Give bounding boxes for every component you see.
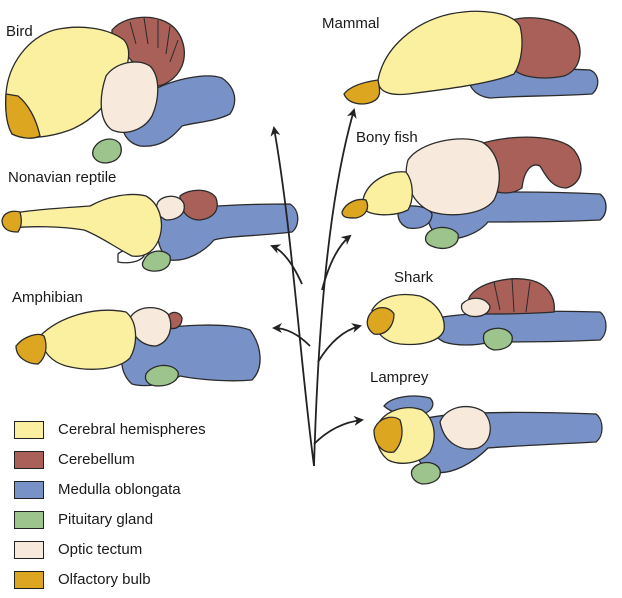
amphibian-cerebellum xyxy=(167,311,183,330)
legend-label-olfactory: Olfactory bulb xyxy=(58,571,151,588)
label-nonavian-reptile: Nonavian reptile xyxy=(8,169,117,186)
reptile-olfactory xyxy=(1,210,22,233)
legend-item-cerebellum: Cerebellum xyxy=(14,450,254,472)
legend-item-optic: Optic tectum xyxy=(14,540,254,562)
legend-label-optic: Optic tectum xyxy=(58,541,143,558)
amphibian-brain xyxy=(15,307,261,387)
arrow-to-bird xyxy=(270,126,315,467)
reptile-cerebellum xyxy=(179,189,218,221)
label-amphibian: Amphibian xyxy=(12,289,83,306)
arrow-to-mammal xyxy=(313,108,357,467)
legend-label-pituitary: Pituitary gland xyxy=(58,511,154,528)
arrow-to-lamprey xyxy=(313,415,364,445)
label-bony-fish: Bony fish xyxy=(356,129,418,146)
bird-pituitary xyxy=(92,138,122,164)
lamprey-olfactory xyxy=(373,416,403,453)
shark-pituitary xyxy=(482,327,513,351)
shark-cerebral xyxy=(371,293,445,346)
lamprey-brain xyxy=(373,395,603,485)
swatch-medulla xyxy=(14,481,44,499)
label-lamprey: Lamprey xyxy=(370,369,429,386)
fish-pituitary xyxy=(424,226,459,250)
fish-olfactory xyxy=(341,198,369,219)
swatch-optic xyxy=(14,541,44,559)
swatch-olfactory xyxy=(14,571,44,589)
legend-item-cerebral: Cerebral hemispheres xyxy=(14,420,254,442)
amphibian-cerebral xyxy=(39,309,137,370)
swatch-cerebellum xyxy=(14,451,44,469)
reptile-brain xyxy=(1,189,299,272)
arrow-to-bony-fish xyxy=(321,234,352,291)
label-shark: Shark xyxy=(394,269,434,286)
lamprey-pituitary xyxy=(410,461,441,485)
bird-olfactory xyxy=(5,93,41,139)
arrow-to-amphibian xyxy=(272,323,311,347)
fish-vagal-lobes xyxy=(397,205,433,230)
legend-label-cerebral: Cerebral hemispheres xyxy=(58,421,206,438)
legend-item-medulla: Medulla oblongata xyxy=(14,480,254,502)
amphibian-olfactory xyxy=(15,333,47,365)
lamprey-optic xyxy=(439,405,491,450)
mammal-brain xyxy=(343,10,599,105)
fish-cerebral xyxy=(362,171,413,216)
fish-optic xyxy=(405,138,500,216)
bird-optic xyxy=(100,61,159,133)
arrow-to-reptile xyxy=(270,244,303,285)
swatch-pituitary xyxy=(14,511,44,529)
shark-optic xyxy=(460,297,491,318)
bird-brain xyxy=(5,16,236,164)
mammal-cerebral xyxy=(377,10,523,96)
shark-olfactory xyxy=(366,307,395,335)
shark-brain xyxy=(366,277,607,351)
shark-medulla xyxy=(432,310,607,346)
mammal-olfactory xyxy=(343,79,381,105)
reptile-pituitary xyxy=(141,250,171,272)
amphibian-optic xyxy=(129,307,172,347)
legend-item-olfactory: Olfactory bulb xyxy=(14,570,254,592)
amphibian-pituitary xyxy=(144,364,179,387)
reptile-cerebral xyxy=(7,193,163,257)
swatch-cerebral xyxy=(14,421,44,439)
label-bird: Bird xyxy=(6,23,33,40)
label-mammal: Mammal xyxy=(322,15,380,32)
legend-item-pituitary: Pituitary gland xyxy=(14,510,254,532)
shark-cerebellum-folds xyxy=(493,277,531,313)
legend-label-cerebellum: Cerebellum xyxy=(58,451,135,468)
phylogeny-arrows xyxy=(270,108,364,467)
legend-label-medulla: Medulla oblongata xyxy=(58,481,181,498)
arrow-to-shark xyxy=(317,323,362,363)
bony-fish-brain xyxy=(341,136,607,250)
bird-cerebellum-folds xyxy=(129,17,179,63)
